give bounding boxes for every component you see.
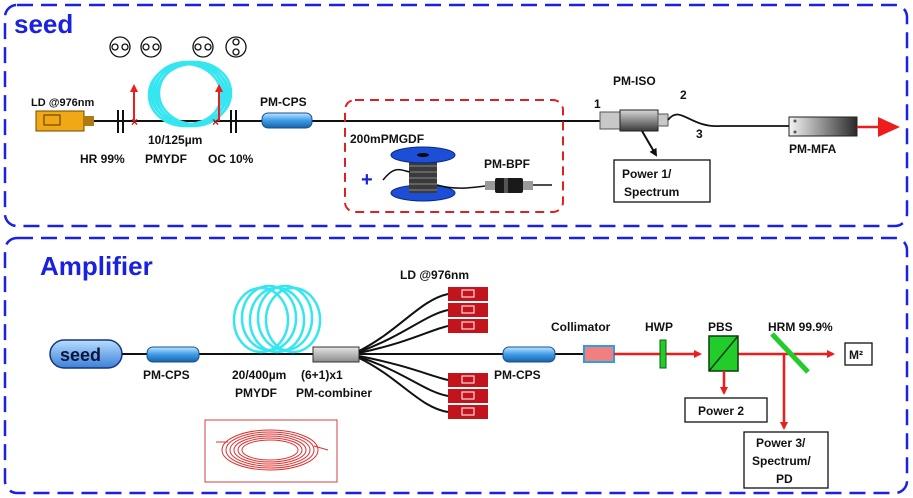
- gdf-spool: [390, 146, 456, 202]
- combiner-name: PM-combiner: [296, 386, 372, 400]
- hwp: [659, 339, 667, 369]
- power1-line2: Spectrum: [624, 185, 679, 199]
- m2-label: M²: [849, 348, 863, 362]
- ld-module-4: [448, 373, 488, 387]
- oc-mirror: [230, 110, 237, 133]
- plus-sign: +: [361, 169, 373, 191]
- bpf-label: PM-BPF: [484, 157, 530, 171]
- ld-module-5: [448, 389, 488, 403]
- collimator: [583, 345, 615, 363]
- hr-mirror: [117, 110, 124, 133]
- hwp-label: HWP: [645, 320, 673, 334]
- power2-label: Power 2: [698, 404, 744, 418]
- ld-module-6: [448, 405, 488, 419]
- power1-box: [613, 159, 711, 203]
- amp-fiber-spec: 20/400µm: [232, 368, 286, 382]
- pump-fibers: [358, 293, 449, 413]
- iso-to-power1-arrow: [641, 130, 658, 157]
- power1-line1: Power 1/: [622, 167, 672, 181]
- coiled-fiber-photo: [204, 419, 338, 483]
- combiner-spec: (6+1)x1: [301, 368, 343, 382]
- gdf-label: 200mPMGDF: [350, 132, 424, 146]
- mfa-output-arrowhead: [878, 117, 900, 137]
- gdf-input-fiber: [382, 168, 411, 181]
- power3-line2: Spectrum/: [752, 454, 811, 468]
- seed-fiber-spec: 10/125µm: [148, 133, 202, 147]
- iso-label: PM-ISO: [613, 74, 656, 88]
- iso-port-2: 2: [680, 88, 687, 102]
- power2-box: [684, 397, 768, 423]
- power3-line1: Power 3/: [756, 436, 806, 450]
- seed-ld-label: LD @976nm: [31, 97, 95, 109]
- amp-ld-label: LD @976nm: [400, 268, 469, 282]
- amp-cps-left-label: PM-CPS: [143, 368, 190, 382]
- ld-module-3: [448, 319, 488, 333]
- pbs-label: PBS: [708, 320, 733, 334]
- hrm-label: HRM 99.9%: [768, 320, 833, 334]
- bpf-component: [485, 178, 552, 193]
- seed-section-title: seed: [14, 9, 73, 39]
- power3-line3: PD: [776, 472, 793, 486]
- seed-fiber-name: PMYDF: [145, 152, 187, 166]
- seed-cps: [261, 112, 313, 129]
- seed-section-frame: [3, 3, 909, 228]
- seed-ld-module: [35, 110, 94, 132]
- iso-port-3: 3: [696, 127, 703, 141]
- mfa-label: PM-MFA: [789, 142, 837, 156]
- seed-cross-right: ×: [212, 115, 219, 129]
- spool-to-bpf-fiber: [436, 184, 486, 189]
- amp-cps-right-label: PM-CPS: [494, 368, 541, 382]
- ld-module-2: [448, 303, 488, 317]
- amp-fiber-name: PMYDF: [235, 386, 277, 400]
- seed-cps-label: PM-CPS: [260, 95, 307, 109]
- pm-combiner: [312, 346, 360, 363]
- amp-seed-box-label: seed: [60, 345, 101, 365]
- amplifier-section-title: Amplifier: [40, 251, 153, 281]
- pbs: [708, 335, 739, 372]
- m2-box: [844, 342, 873, 366]
- collimator-label: Collimator: [551, 320, 611, 334]
- gdf-bpf-frame: [344, 99, 564, 213]
- mfa-screw-a: [793, 119, 797, 123]
- ld-module-1: [448, 287, 488, 301]
- pm-mfa: [788, 116, 858, 137]
- seed-fiber-coil: [147, 60, 233, 128]
- ld-pump-modules: [448, 287, 488, 419]
- amp-cps-right: [502, 346, 556, 363]
- iso-to-mfa-fiber: [667, 113, 790, 127]
- mfa-screw-b: [793, 130, 797, 134]
- oc-label: OC 10%: [208, 152, 254, 166]
- iso-port-1: 1: [594, 97, 601, 111]
- polarization-controller-icons: [109, 36, 247, 58]
- amp-cps-left: [146, 346, 200, 363]
- amp-fiber-coil: [232, 284, 322, 354]
- hr-label: HR 99%: [80, 152, 125, 166]
- pm-iso: [599, 109, 669, 132]
- seed-cross-left: ×: [131, 115, 138, 129]
- power3-box: [743, 431, 829, 489]
- amplifier-section-frame: [3, 236, 909, 495]
- hrm-mirror: [770, 332, 810, 374]
